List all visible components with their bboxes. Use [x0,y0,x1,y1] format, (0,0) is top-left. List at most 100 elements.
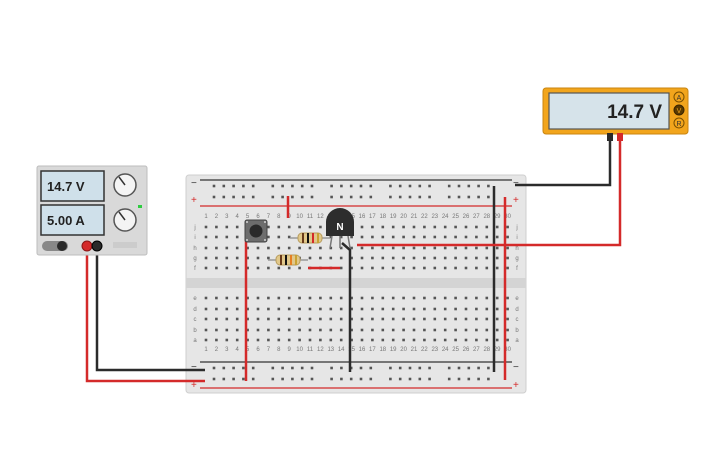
resistor-2[interactable] [268,254,308,266]
breadboard-hole[interactable] [485,266,489,270]
breadboard-hole[interactable] [443,246,447,250]
breadboard-hole[interactable] [235,338,239,342]
breadboard-hole[interactable] [447,377,451,381]
breadboard-hole[interactable] [308,296,312,300]
breadboard-hole[interactable] [232,195,235,199]
breadboard-hole[interactable] [267,317,270,321]
breadboard-hole[interactable] [391,317,395,321]
breadboard-hole[interactable] [267,225,270,229]
breadboard-hole[interactable] [381,266,385,270]
breadboard-hole[interactable] [475,246,478,250]
breadboard-hole[interactable] [412,235,416,239]
breadboard-hole[interactable] [225,246,229,250]
wire-supply-positive[interactable] [85,246,205,383]
breadboard-hole[interactable] [360,266,364,270]
breadboard-hole[interactable] [277,225,281,229]
breadboard-hole[interactable] [360,225,364,229]
breadboard-hole[interactable] [402,328,405,332]
breadboard-hole[interactable] [398,195,402,199]
breadboard-hole[interactable] [454,246,457,250]
breadboard-hole[interactable] [454,307,457,311]
breadboard-hole[interactable] [329,296,333,300]
breadboard-hole[interactable] [381,338,385,342]
breadboard-hole[interactable] [350,307,353,311]
breadboard-hole[interactable] [360,338,364,342]
breadboard-hole[interactable] [277,338,281,342]
wire-multimeter-red[interactable] [357,140,622,247]
current-knob[interactable] [113,208,137,232]
negative-terminal[interactable] [91,240,103,252]
breadboard-hole[interactable] [329,256,333,260]
breadboard-hole[interactable] [277,266,281,270]
breadboard-hole[interactable] [235,307,239,311]
breadboard-hole[interactable] [225,338,229,342]
breadboard-hole[interactable] [225,307,229,311]
breadboard-hole[interactable] [330,366,333,370]
breadboard-hole[interactable] [319,256,322,260]
breadboard-hole[interactable] [204,256,208,260]
breadboard-hole[interactable] [485,235,489,239]
breadboard-hole[interactable] [212,195,216,199]
breadboard-hole[interactable] [246,266,249,270]
breadboard-hole[interactable] [349,377,353,381]
breadboard-hole[interactable] [360,307,364,311]
breadboard-hole[interactable] [329,317,333,321]
breadboard-hole[interactable] [246,296,249,300]
breadboard-hole[interactable] [433,296,437,300]
breadboard-hole[interactable] [256,307,260,311]
breadboard-hole[interactable] [423,296,426,300]
breadboard-hole[interactable] [464,256,468,260]
breadboard-hole[interactable] [330,184,333,188]
breadboard-hole[interactable] [485,225,489,229]
breadboard-hole[interactable] [381,328,385,332]
breadboard-hole[interactable] [495,307,499,311]
breadboard-hole[interactable] [319,225,322,229]
breadboard-hole[interactable] [433,328,437,332]
breadboard-hole[interactable] [281,366,284,370]
breadboard-hole[interactable] [418,195,422,199]
breadboard-hole[interactable] [287,296,291,300]
breadboard-hole[interactable] [506,246,509,250]
breadboard-hole[interactable] [464,317,468,321]
breadboard-hole[interactable] [433,225,437,229]
breadboard-hole[interactable] [369,366,373,370]
breadboard-hole[interactable] [330,195,333,199]
breadboard-hole[interactable] [267,296,270,300]
breadboard-hole[interactable] [443,317,447,321]
breadboard-hole[interactable] [475,266,478,270]
breadboard-hole[interactable] [371,317,374,321]
breadboard-hole[interactable] [340,195,343,199]
breadboard-hole[interactable] [350,235,353,239]
breadboard-hole[interactable] [340,377,343,381]
breadboard-hole[interactable] [242,195,245,199]
breadboard-hole[interactable] [232,366,235,370]
breadboard-hole[interactable] [464,266,468,270]
breadboard-hole[interactable] [360,246,364,250]
breadboard-hole[interactable] [300,195,304,199]
breadboard-hole[interactable] [391,328,395,332]
breadboard-hole[interactable] [246,246,249,250]
breadboard-hole[interactable] [298,266,301,270]
breadboard-hole[interactable] [408,195,412,199]
breadboard-hole[interactable] [235,235,239,239]
breadboard-hole[interactable] [381,296,385,300]
breadboard-hole[interactable] [464,246,468,250]
breadboard-hole[interactable] [475,256,478,260]
breadboard-hole[interactable] [256,246,260,250]
breadboard-hole[interactable] [412,328,416,332]
breadboard-hole[interactable] [251,184,255,188]
breadboard-hole[interactable] [464,225,468,229]
breadboard-hole[interactable] [246,307,249,311]
breadboard-hole[interactable] [287,266,291,270]
breadboard-hole[interactable] [215,235,218,239]
breadboard-hole[interactable] [359,377,363,381]
breadboard-hole[interactable] [398,366,402,370]
breadboard-hole[interactable] [339,307,343,311]
breadboard-hole[interactable] [298,307,301,311]
power-supply[interactable]: 14.7 V 5.00 A [36,165,148,256]
breadboard-hole[interactable] [339,328,343,332]
breadboard-hole[interactable] [443,256,447,260]
breadboard-hole[interactable] [339,266,343,270]
breadboard-hole[interactable] [256,256,260,260]
breadboard-hole[interactable] [408,377,412,381]
